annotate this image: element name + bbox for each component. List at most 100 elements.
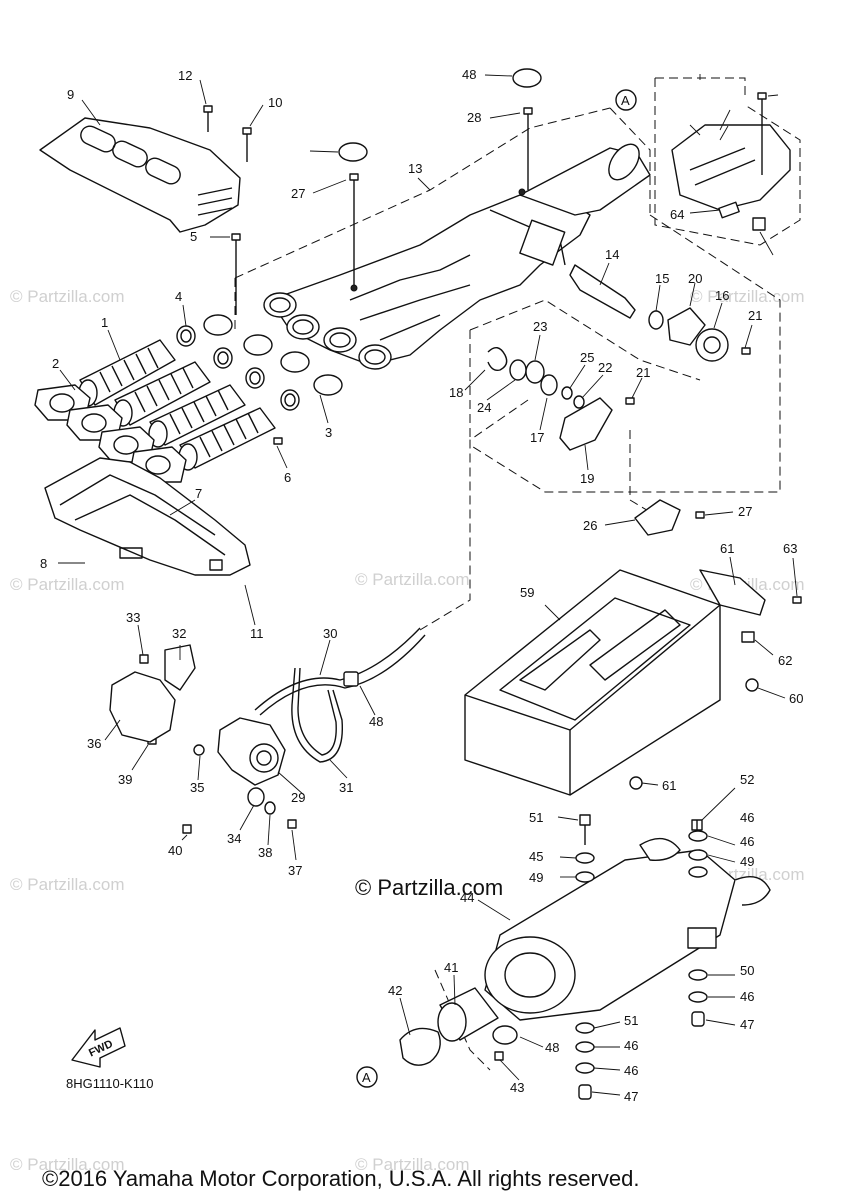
callout: 27 — [738, 504, 752, 519]
fwd-arrow-icon: FWD — [71, 1027, 126, 1068]
callout: 25 — [580, 350, 594, 365]
callout: 26 — [583, 518, 597, 533]
callout: 16 — [715, 288, 729, 303]
callout: 21 — [636, 365, 650, 380]
callout: 6 — [284, 470, 291, 485]
callout: 1 — [101, 315, 108, 330]
callout: 44 — [460, 890, 474, 905]
callout: 3 — [325, 425, 332, 440]
callout: 33 — [126, 610, 140, 625]
callout: 8 — [40, 556, 47, 571]
callout: 51 — [624, 1013, 638, 1028]
bellows-joints — [78, 339, 276, 471]
control-cables — [254, 627, 426, 763]
callout: 34 — [227, 831, 241, 846]
callout: 23 — [533, 319, 547, 334]
callout: 40 — [168, 843, 182, 858]
callout: 37 — [288, 863, 302, 878]
callout: 30 — [323, 626, 337, 641]
watermark: © Partzilla.com — [355, 570, 470, 589]
callout: 12 — [178, 68, 192, 83]
ref-marker-bottom: A — [356, 1066, 378, 1088]
callout: 36 — [87, 736, 101, 751]
main-muffler — [484, 837, 771, 1021]
callout: 20 — [688, 271, 702, 286]
callout: 31 — [339, 780, 353, 795]
callout: 13 — [408, 161, 422, 176]
callout: 7 — [195, 486, 202, 501]
ref-marker-label: A — [362, 1070, 371, 1085]
callout: 5 — [190, 229, 197, 244]
callout: 4 — [175, 289, 182, 304]
callout: 46 — [740, 834, 754, 849]
callout: 18 — [449, 385, 463, 400]
callout: 46 — [624, 1038, 638, 1053]
callout: 15 — [655, 271, 669, 286]
callout: 11 — [250, 626, 264, 641]
callout: 49 — [740, 854, 754, 869]
callout: 52 — [740, 772, 754, 787]
diagram-part-code: 8HG1110-K110 — [66, 1076, 153, 1091]
callout: 60 — [789, 691, 803, 706]
callout: 64 — [670, 207, 684, 222]
valve-assembly — [487, 264, 729, 536]
callout: 28 — [467, 110, 481, 125]
callout: 32 — [172, 626, 186, 641]
callout: 48 — [545, 1040, 559, 1055]
callout: 46 — [740, 810, 754, 825]
callout: 46 — [740, 989, 754, 1004]
callout: 48 — [369, 714, 383, 729]
callout: 27 — [291, 186, 305, 201]
assembly-outlines — [234, 77, 801, 1071]
callout: 2 — [52, 356, 59, 371]
ref-marker-label: A — [621, 93, 630, 108]
watermark: © Partzilla.com — [10, 575, 125, 594]
callout: 38 — [258, 845, 272, 860]
ref-marker-top: A — [615, 89, 637, 111]
callout: 46 — [624, 1063, 638, 1078]
heat-shield-right — [671, 124, 791, 231]
copyright-notice: ©2016 Yamaha Motor Corporation, U.S.A. A… — [42, 1166, 639, 1191]
callout: 45 — [529, 849, 543, 864]
actuator-assembly — [109, 644, 286, 815]
callout: 14 — [605, 247, 619, 262]
callout: 9 — [67, 87, 74, 102]
callout: 43 — [510, 1080, 524, 1095]
callout-labels: 9 12 10 48 28 27 13 64 5 4 1 2 3 6 7 8 1… — [40, 67, 803, 1104]
heat-shield-lower — [44, 457, 251, 576]
callout: 19 — [580, 471, 594, 486]
callout: 59 — [520, 585, 534, 600]
callout: 21 — [748, 308, 762, 323]
callout: 42 — [388, 983, 402, 998]
callout: 10 — [268, 95, 282, 110]
exhaust-manifold-pipe — [263, 143, 651, 370]
partzilla-watermark: © Partzilla.com — [355, 875, 503, 900]
callout: 24 — [477, 400, 491, 415]
callout: 17 — [530, 430, 544, 445]
callout: 50 — [740, 963, 754, 978]
rubber-caps — [338, 68, 542, 162]
callout: 61 — [662, 778, 676, 793]
callout: 39 — [118, 772, 132, 787]
watermark: © Partzilla.com — [355, 1155, 470, 1174]
watermark: © Partzilla.com — [10, 875, 125, 894]
callout: 22 — [598, 360, 612, 375]
callout: 62 — [778, 653, 792, 668]
callout: 63 — [783, 541, 797, 556]
callout: 47 — [624, 1089, 638, 1104]
leader-lines — [58, 74, 798, 1096]
callout: 29 — [291, 790, 305, 805]
callout: 48 — [462, 67, 476, 82]
callout: 41 — [444, 960, 458, 975]
callout: 51 — [529, 810, 543, 825]
callout: 35 — [190, 780, 204, 795]
muffler-chamber — [464, 569, 766, 796]
pipe-clamps — [176, 314, 343, 411]
callout: 61 — [720, 541, 734, 556]
callout: 49 — [529, 870, 543, 885]
heat-shield-top — [39, 117, 241, 233]
callout: 47 — [740, 1017, 754, 1032]
watermark: © Partzilla.com — [10, 287, 125, 306]
watermark: © Partzilla.com — [690, 287, 805, 306]
